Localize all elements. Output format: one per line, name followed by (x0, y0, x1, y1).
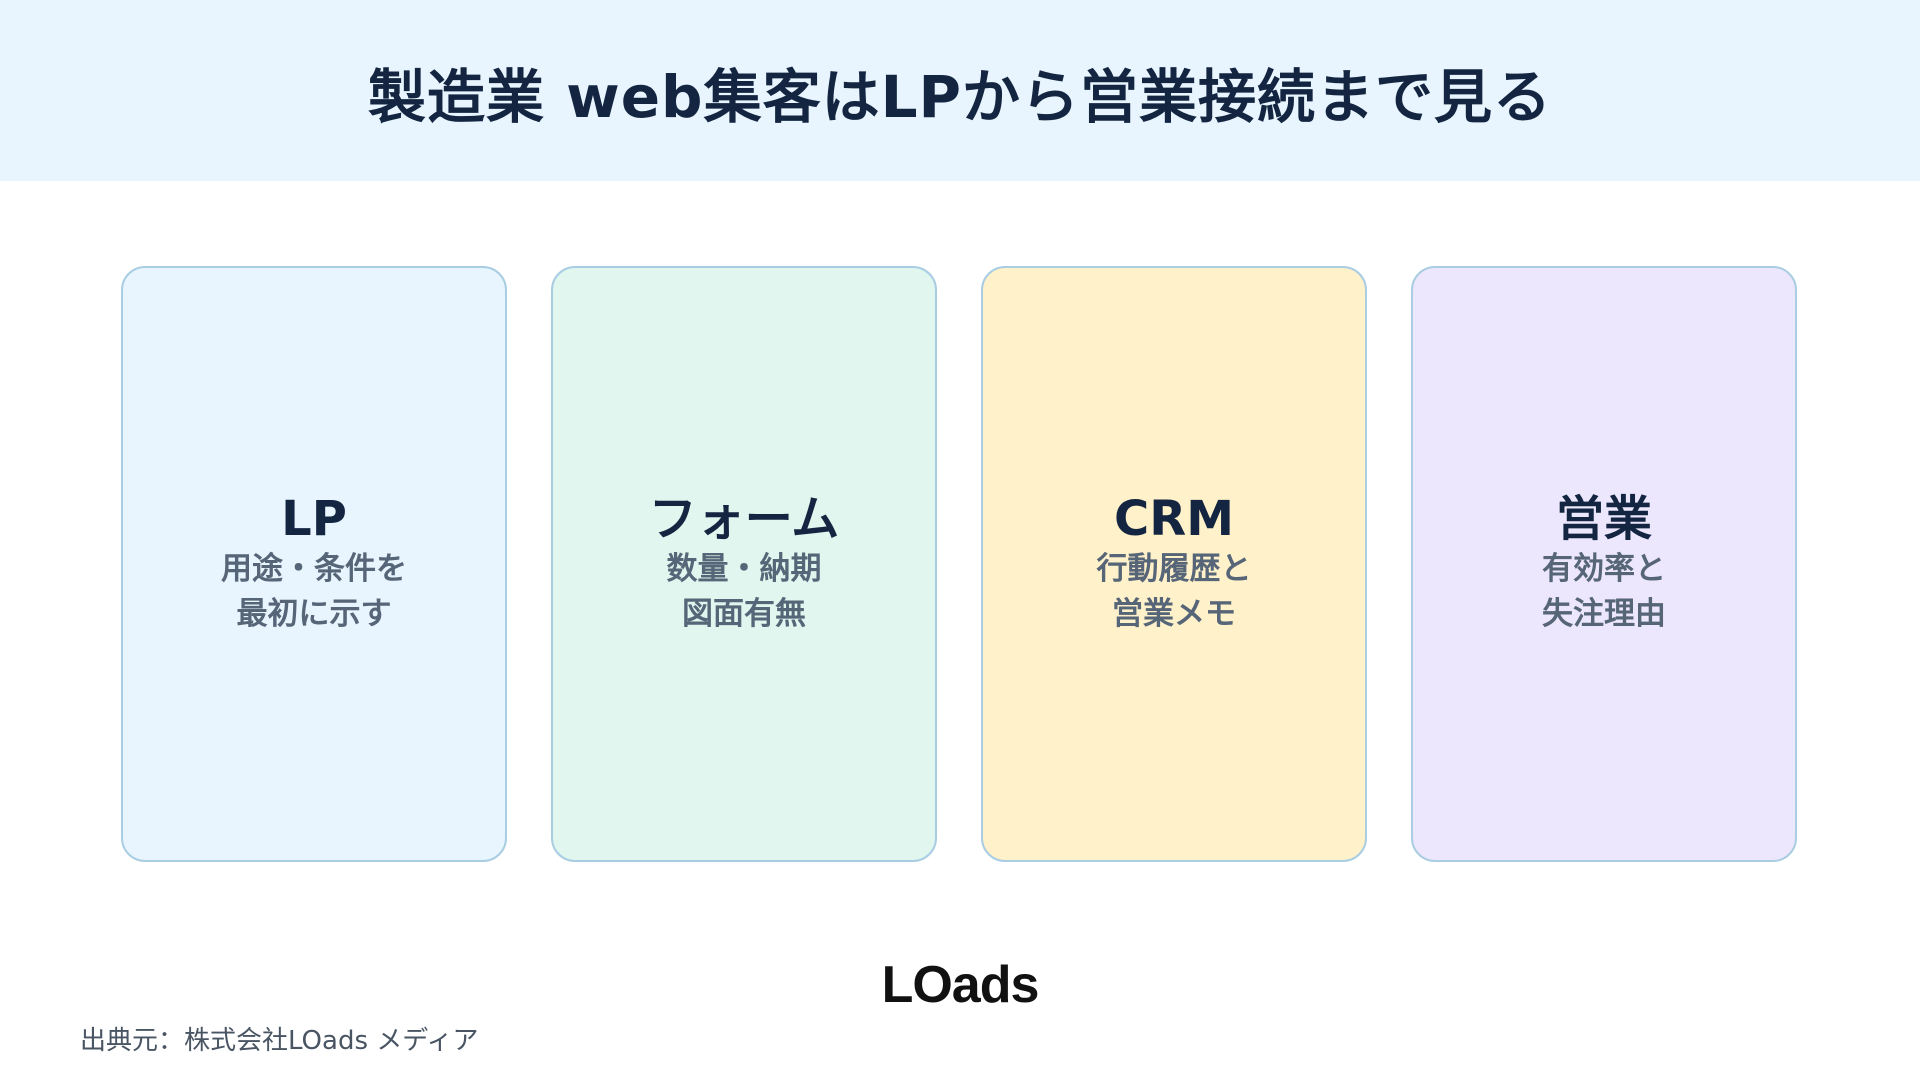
card-title: 営業 (1555, 491, 1652, 547)
card-sales: 営業 有効率と 失注理由 (1411, 266, 1797, 862)
card-crm: CRM 行動履歴と 営業メモ (981, 266, 1367, 862)
card-title: フォーム (648, 491, 840, 547)
loads-logo: LOads (881, 956, 1040, 1014)
card-description: 有効率と 失注理由 (1542, 551, 1666, 632)
header-band: 製造業 web集客はLPから営業接続まで見る (0, 0, 1920, 181)
card-description: 行動履歴と 営業メモ (1096, 551, 1252, 632)
page-title: 製造業 web集客はLPから営業接続まで見る (367, 62, 1553, 131)
source-note: 出典元：株式会社LOads メディア (80, 1026, 479, 1056)
card-lp: LP 用途・条件を 最初に示す (121, 266, 507, 862)
card-title: LP (281, 491, 347, 547)
card-description: 数量・納期 図面有無 (666, 551, 822, 632)
card-form: フォーム 数量・納期 図面有無 (551, 266, 937, 862)
card-title: CRM (1114, 491, 1234, 547)
card-description: 用途・条件を 最初に示す (221, 551, 407, 632)
